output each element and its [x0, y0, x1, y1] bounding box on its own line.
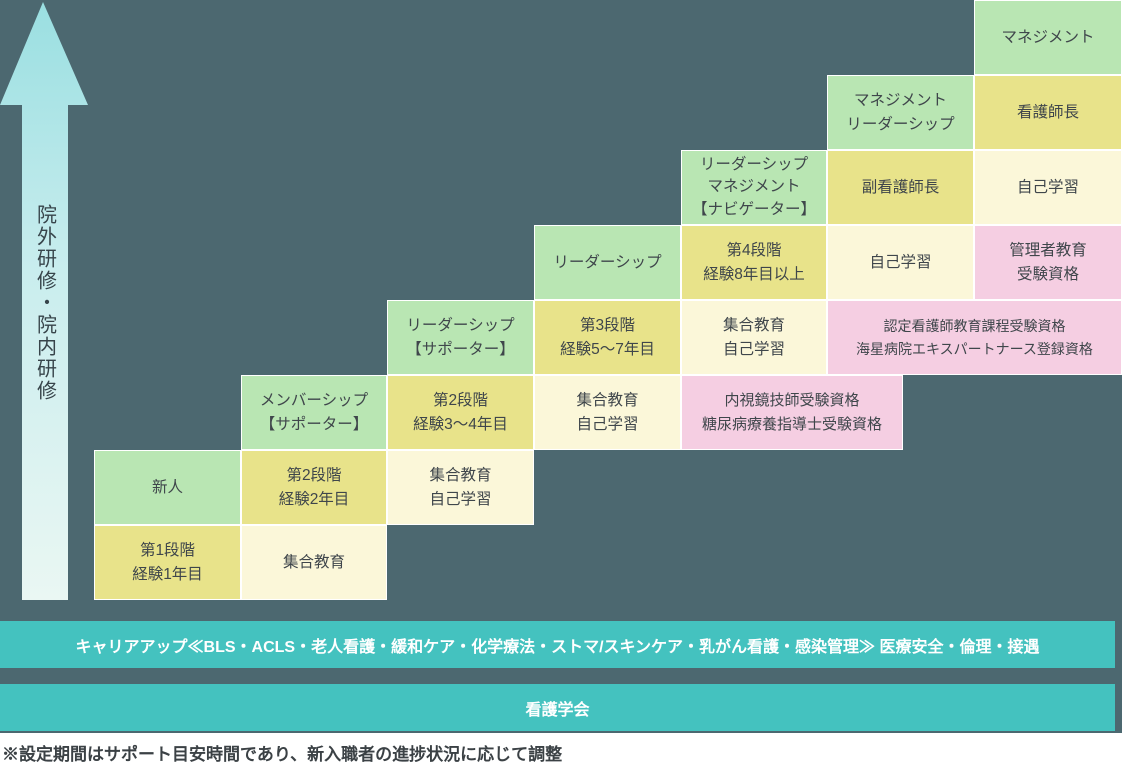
- ladder-cell-label: 第4段階 経験8年目以上: [703, 242, 805, 283]
- career-up-bar-label: キャリアアップ≪BLS・ACLS・老人看護・緩和ケア・化学療法・ストマ/スキンケ…: [75, 638, 1040, 656]
- ladder-cell: 第3段階 経験5〜7年目: [534, 300, 681, 375]
- ladder-cell: 集合教育: [241, 525, 387, 600]
- ladder-cell: 内視鏡技師受験資格 糖尿病療養指導士受験資格: [681, 375, 903, 450]
- ladder-cell: 新人: [94, 450, 241, 525]
- ladder-cell: 第2段階 経験3〜4年目: [387, 375, 534, 450]
- ladder-cell: 副看護師長: [827, 150, 974, 225]
- ladder-cell-label: 認定看護師教育課程受験資格 海星病院エキスパートナース登録資格: [856, 318, 1093, 357]
- ladder-cell-label: 第2段階 経験2年目: [278, 467, 350, 508]
- ladder-cell-label: 看護師長: [1016, 103, 1079, 121]
- nursing-conference-bar-label: 看護学会: [525, 701, 590, 719]
- training-scope-arrow: 院外研修・院内研修: [0, 2, 90, 600]
- ladder-cell-label: 内視鏡技師受験資格 糖尿病療養指導士受験資格: [701, 391, 882, 433]
- ladder-cell-label: 第3段階 経験5〜7年目: [560, 317, 655, 358]
- ladder-cell: 看護師長: [974, 75, 1122, 150]
- ladder-cell: 認定看護師教育課程受験資格 海星病院エキスパートナース登録資格: [827, 300, 1122, 375]
- footnote-strip: ※設定期間はサポート目安時間であり、新入職者の進捗状況に応じて調整: [0, 733, 1122, 771]
- ladder-cell: 集合教育 自己学習: [534, 375, 681, 450]
- ladder-cell-label: 第2段階 経験3〜4年目: [413, 392, 508, 433]
- ladder-cell: リーダーシップ マネジメント 【ナビゲーター】: [681, 150, 827, 225]
- ladder-cell-label: メンバーシップ 【サポーター】: [259, 392, 369, 433]
- ladder-cell-label: 自己学習: [869, 253, 932, 271]
- ladder-cell: マネジメント リーダーシップ: [827, 75, 974, 150]
- ladder-cell-label: 副看護師長: [861, 178, 940, 196]
- up-arrow-icon: [0, 2, 88, 600]
- ladder-cell-label: リーダーシップ マネジメント 【ナビゲーター】: [691, 155, 816, 218]
- ladder-cell: リーダーシップ: [534, 225, 681, 300]
- ladder-cell: 集合教育 自己学習: [387, 450, 534, 525]
- ladder-cell-label: 自己学習: [1016, 178, 1079, 196]
- ladder-cell: 管理者教育 受験資格: [974, 225, 1122, 300]
- ladder-cell: 集合教育 自己学習: [681, 300, 827, 375]
- ladder-cell-label: マネジメント リーダーシップ: [846, 92, 955, 133]
- ladder-cell-label: リーダーシップ 【サポーター】: [406, 317, 515, 358]
- ladder-cell: マネジメント: [974, 0, 1122, 75]
- ladder-cell: 自己学習: [827, 225, 974, 300]
- ladder-cell-label: 管理者教育 受験資格: [1009, 242, 1087, 283]
- ladder-cell: リーダーシップ 【サポーター】: [387, 300, 534, 375]
- training-scope-label: 院外研修・院内研修: [33, 204, 56, 402]
- ladder-cell-label: 第1段階 経験1年目: [132, 542, 203, 583]
- ladder-cell-label: 集合教育 自己学習: [429, 467, 492, 508]
- ladder-cell-label: 集合教育: [282, 553, 345, 571]
- ladder-cell-label: 集合教育 自己学習: [576, 392, 639, 433]
- ladder-cell: 第4段階 経験8年目以上: [681, 225, 827, 300]
- ladder-cell-label: マネジメント: [1001, 28, 1095, 46]
- ladder-cell: メンバーシップ 【サポーター】: [241, 375, 387, 450]
- ladder-cell-label: リーダーシップ: [553, 253, 662, 271]
- ladder-cell: 自己学習: [974, 150, 1122, 225]
- ladder-cell: 第1段階 経験1年目: [94, 525, 241, 600]
- ladder-cell: 第2段階 経験2年目: [241, 450, 387, 525]
- nursing-conference-bar: 看護学会: [0, 684, 1115, 731]
- footnote-text: ※設定期間はサポート目安時間であり、新入職者の進捗状況に応じて調整: [2, 744, 563, 764]
- career-up-bar: キャリアアップ≪BLS・ACLS・老人看護・緩和ケア・化学療法・ストマ/スキンケ…: [0, 621, 1115, 668]
- ladder-cell-label: 集合教育 自己学習: [722, 317, 785, 358]
- ladder-cell-label: 新人: [151, 478, 183, 496]
